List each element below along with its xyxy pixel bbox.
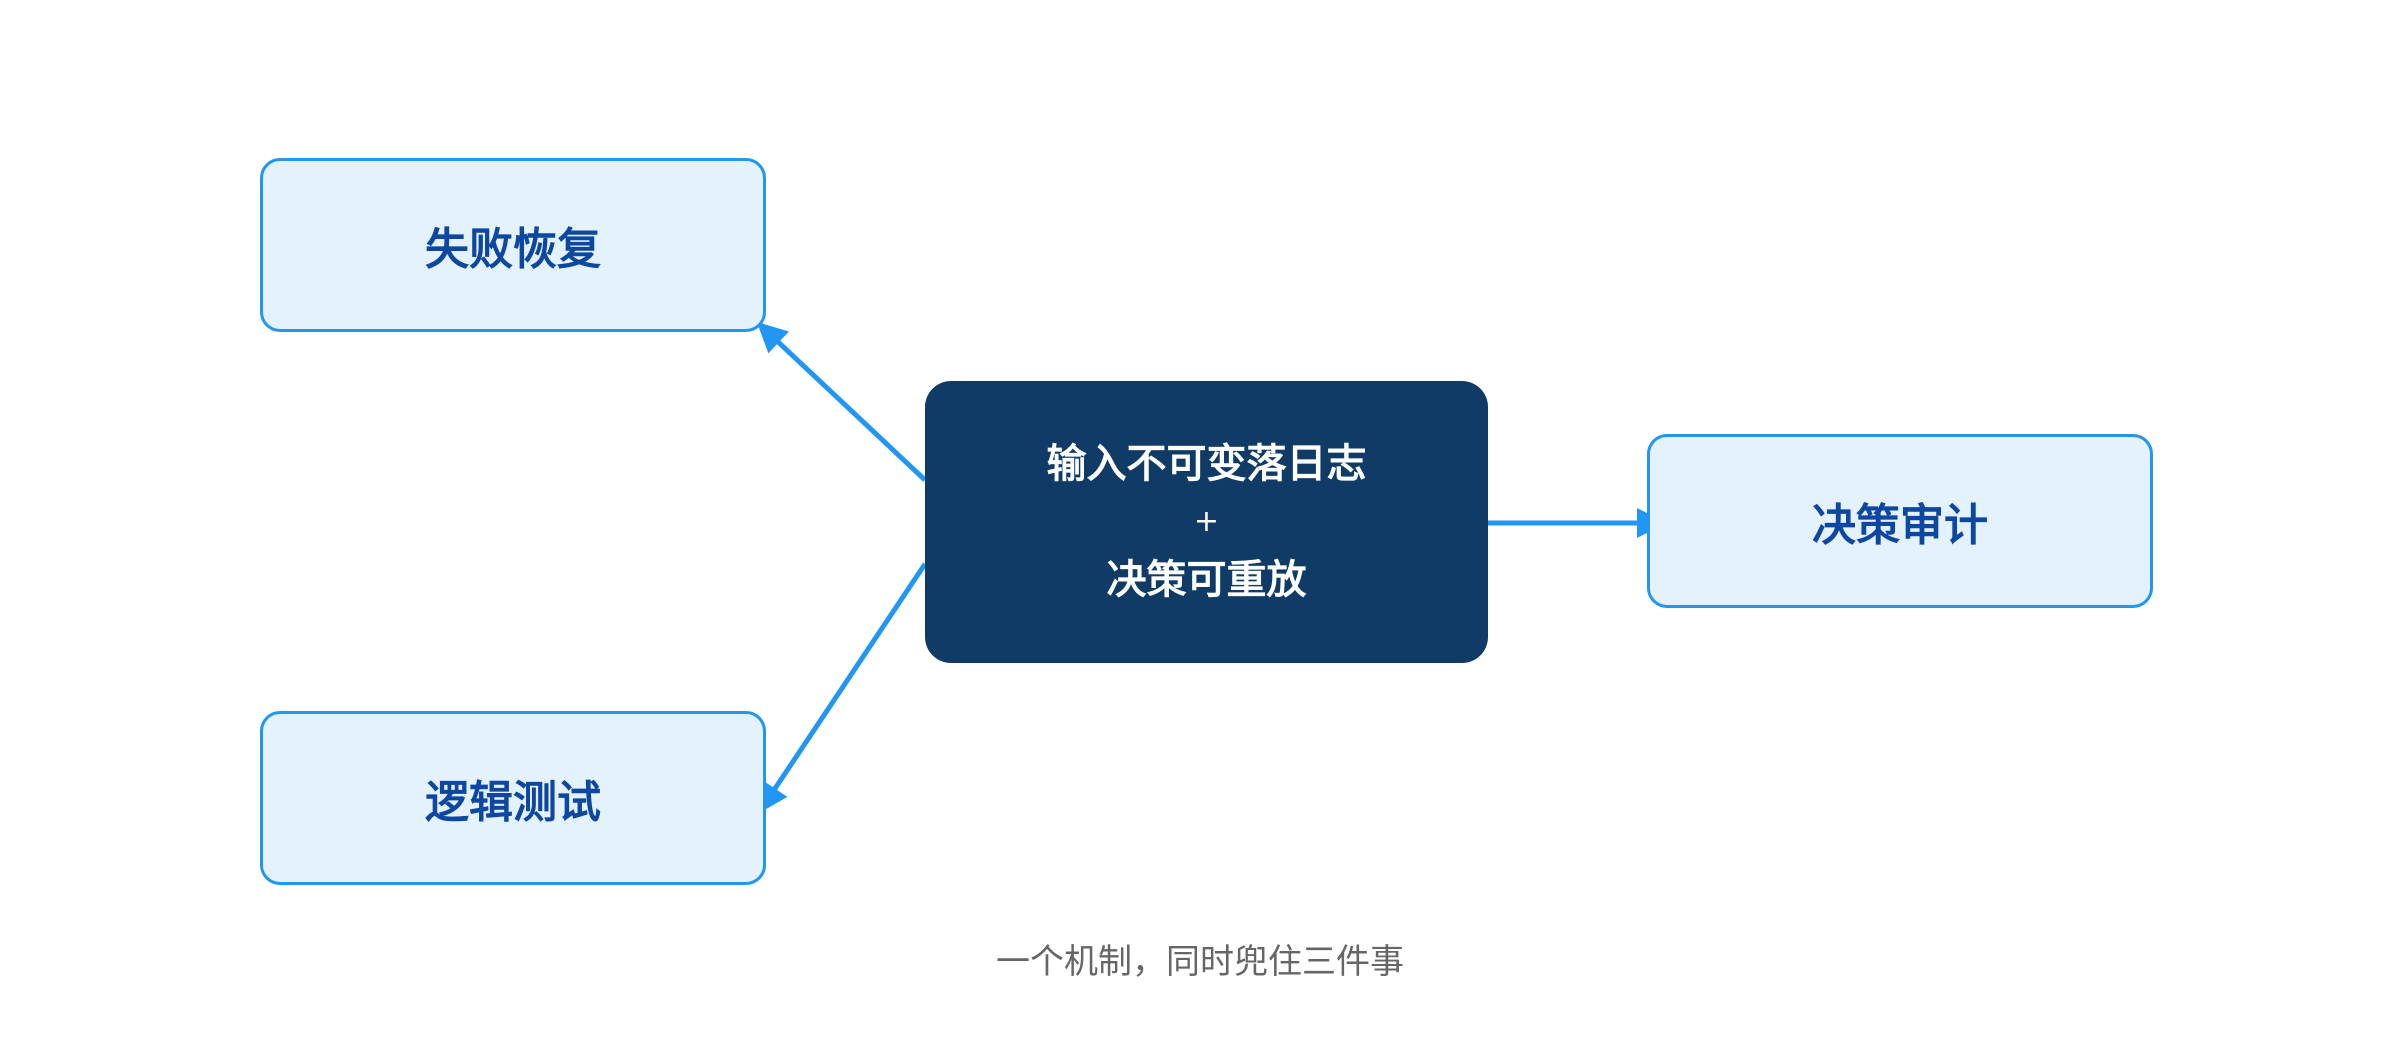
center-plus-sign: +: [1193, 504, 1220, 539]
node-center: 输入不可变落日志 + 决策可重放: [925, 381, 1488, 663]
center-line-2: 决策可重放: [1106, 557, 1307, 603]
node-failure-recovery: 失败恢复: [260, 158, 766, 332]
diagram-caption: 一个机制，同时兜住三件事: [996, 942, 1404, 982]
node-failure-recovery-label: 失败恢复: [425, 224, 601, 275]
node-decision-audit: 决策审计: [1647, 434, 2153, 608]
node-decision-audit-label: 决策审计: [1812, 500, 1988, 551]
edge-to-failure-recovery: [756, 321, 927, 482]
center-line-1: 输入不可变落日志: [1046, 441, 1367, 487]
node-logic-test: 逻辑测试: [260, 711, 766, 885]
edge-to-logic-test: [757, 562, 928, 814]
node-logic-test-label: 逻辑测试: [425, 777, 601, 828]
